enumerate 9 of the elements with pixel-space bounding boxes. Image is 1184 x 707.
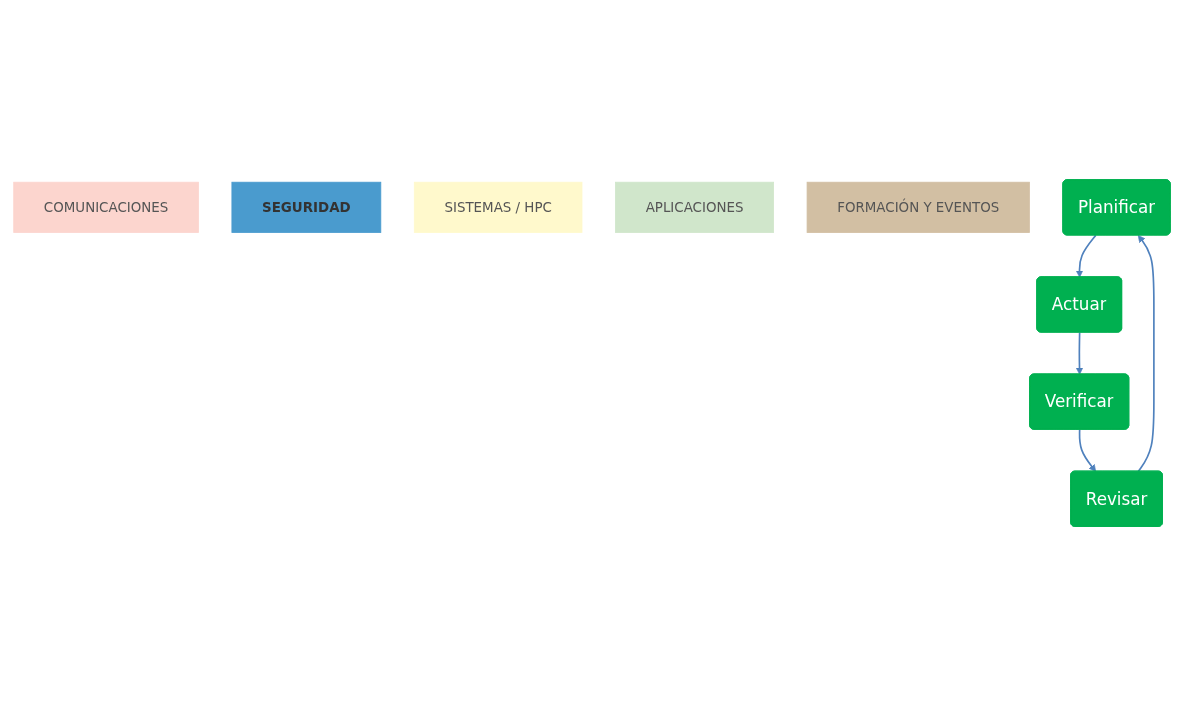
node-box: SISTEMAS / HPC [413,182,583,234]
arrow [1137,235,1155,473]
node-box: APLICACIONES [615,182,774,234]
arrow [1078,429,1097,473]
node-box: COMUNICACIONES [13,182,199,234]
arrow [1075,235,1097,279]
arrow [1075,332,1084,376]
node-box: FORMACIÓN Y EVENTOS [806,182,1030,234]
node-box: SEGURIDAD [231,182,382,234]
